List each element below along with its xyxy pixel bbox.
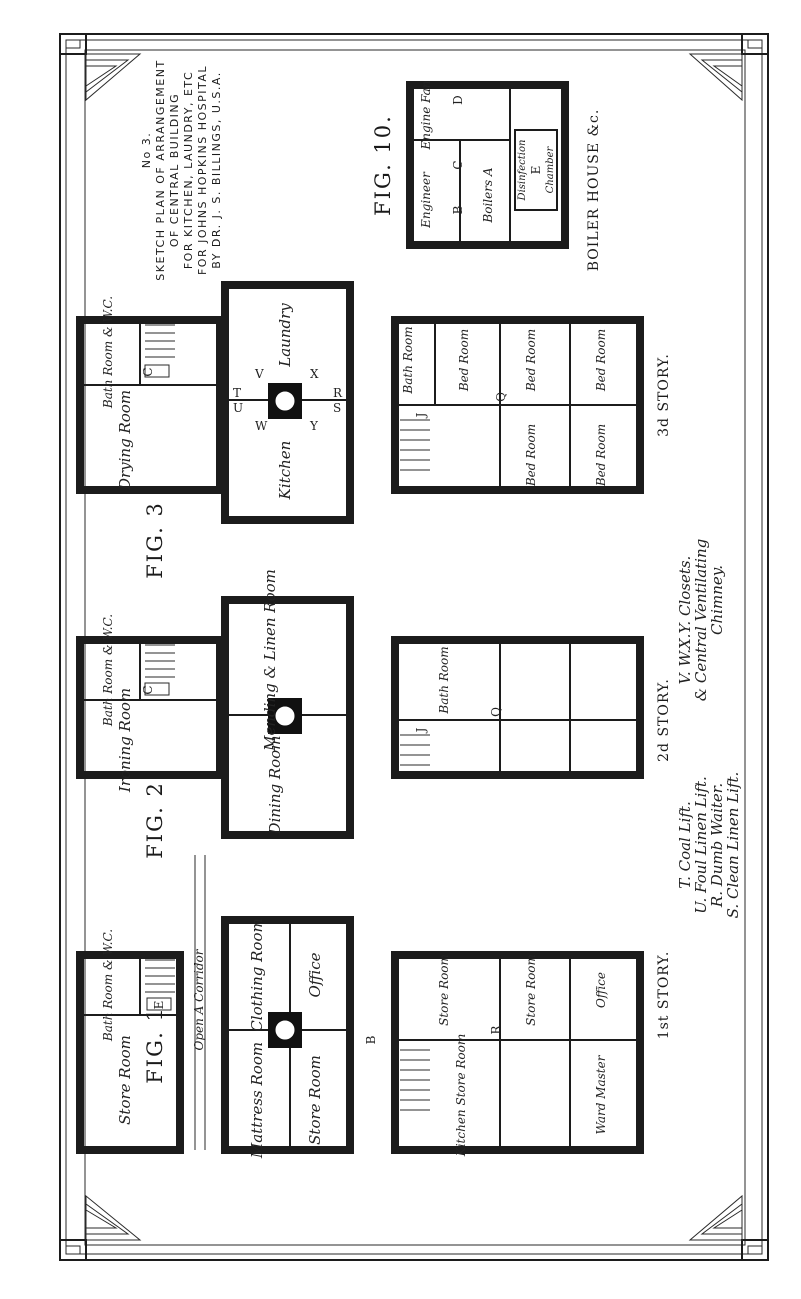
fig10-b-letter: B xyxy=(451,205,465,214)
core-letter-r: R xyxy=(333,386,343,400)
fig1-office-2: Office xyxy=(594,972,608,1008)
legend-line-3: R. Dumb Waiter. xyxy=(708,783,726,908)
fig10-caption: BOILER HOUSE &c. xyxy=(586,109,602,272)
fig1-label: FIG. 1 xyxy=(143,1006,167,1084)
core-letter-y: Y xyxy=(309,419,319,433)
fig1-clothing-room: Clothing Room xyxy=(248,918,266,1031)
fig10-plan: Engineer Engine Fan B C D Boilers A Disi… xyxy=(406,80,569,249)
legend-line-4: S. Clean Linen Lift. xyxy=(724,772,742,919)
title-line-1: SKETCH PLAN OF ARRANGEMENT xyxy=(154,59,167,280)
legend-line-2: U. Foul Linen Lift. xyxy=(692,776,710,913)
fig2-j-letter: J xyxy=(414,727,428,734)
fig3-bed-room-4: Bed Room xyxy=(524,424,538,487)
fig2-dining-room: Dining Room xyxy=(266,736,284,836)
fig10-c-letter: C xyxy=(451,160,465,169)
fig10-d-letter: D xyxy=(451,95,465,105)
fig3-label: FIG. 3 xyxy=(143,501,167,579)
fig2-story-label: 2d STORY. xyxy=(656,678,672,762)
fig1-bath-room: Bath Room & W.C. xyxy=(101,929,115,1042)
fig2-label: FIG. 2 xyxy=(143,781,167,859)
fig1-plan: Bath Room & W.C. E Store Room Open A Cor… xyxy=(76,855,644,1159)
corner-ornament-bottom-right xyxy=(688,1194,769,1261)
fig3-bed-room-3: Bed Room xyxy=(594,329,608,392)
fig3-bed-room-5: Bed Room xyxy=(594,424,608,487)
title-number: No 3. xyxy=(140,132,153,168)
core-letter-v: V xyxy=(254,367,264,381)
fig10-chamber: Chamber xyxy=(545,145,556,193)
fig3-bed-room-1: Bed Room xyxy=(457,329,471,392)
fig10-engine-fan: Engine Fan xyxy=(419,80,433,150)
core-letter-x: X xyxy=(310,367,319,381)
fig10-label: FIG. 10. xyxy=(371,114,395,216)
fig1-b-letter: B xyxy=(364,1035,378,1044)
fig3-plan: Bath Room & W.C. C Drying Room Laundry K… xyxy=(76,281,644,524)
fig1-store-room: Store Room xyxy=(116,1035,134,1125)
fig1-bath-fixtures xyxy=(145,959,175,1011)
fig1-store-room-r1: Store Room xyxy=(437,954,451,1026)
fig3-laundry: Laundry xyxy=(276,303,294,368)
fig3-c-letter: C xyxy=(141,367,155,376)
fig1-ward-master: Ward Master xyxy=(594,1054,608,1134)
fig1-e-letter: E xyxy=(152,1001,166,1010)
fig2-bath-room: Bath Room & W.C. xyxy=(101,614,115,727)
plan-title: No 3. SKETCH PLAN OF ARRANGEMENT OF CENT… xyxy=(140,59,223,280)
fig1-office: Office xyxy=(306,952,324,997)
fig10-engineer: Engineer xyxy=(419,171,433,229)
fig2-c-letter: C xyxy=(141,685,155,694)
fig1-r-letter: R xyxy=(489,1025,503,1035)
core-letter-w: W xyxy=(255,419,268,433)
core-letters: T U V W X Y R S xyxy=(233,367,343,433)
legend: T. Coal Lift. U. Foul Linen Lift. R. Dum… xyxy=(676,539,742,919)
core-letter-s: S xyxy=(333,401,341,415)
fig2-mending-room: Mending & Linen Room xyxy=(261,569,279,752)
fig2-bath-fixtures xyxy=(144,644,175,696)
fig3-kitchen: Kitchen xyxy=(276,441,294,501)
corner-ornament-top-right xyxy=(688,33,769,102)
legend-line-5: V. W.X.Y. Closets. xyxy=(676,556,694,685)
fig1-corridor: Open A Corridor xyxy=(192,948,206,1050)
corner-ornament-top-left xyxy=(59,33,142,102)
title-line-4: FOR JOHNS HOPKINS HOSPITAL xyxy=(196,65,209,275)
decorative-frame xyxy=(59,33,769,1261)
fig3-bath-room: Bath Room & W.C. xyxy=(101,296,115,409)
legend-line-1: T. Coal Lift. xyxy=(676,801,694,888)
fig10-disinfection: Disinfection xyxy=(517,140,528,202)
title-line-3: FOR KITCHEN, LAUNDRY, ETC xyxy=(182,71,195,269)
fig3-q-letter: Q xyxy=(494,392,508,402)
core-letter-u: U xyxy=(233,401,243,415)
fig3-drying-room: Drying Room xyxy=(116,390,134,491)
fig3-bath-fixtures xyxy=(144,324,175,378)
fig2-ironing-room: Ironing Room xyxy=(116,688,134,793)
fig1-mattress-room: Mattress Room xyxy=(248,1042,266,1159)
fig1-store-room-r2: Store Room xyxy=(524,954,538,1026)
fig3-bath-room-2: Bath Room xyxy=(401,326,415,394)
fig10-e-letter: E xyxy=(529,166,543,175)
core-letter-t: T xyxy=(233,386,241,400)
fig3-j-letter: J xyxy=(414,412,428,419)
fig3-bed-room-2: Bed Room xyxy=(524,329,538,392)
fig1-kitchen-store-room: Kitchen Store Room xyxy=(454,1034,468,1158)
legend-line-6: & Central Ventilating xyxy=(692,539,710,702)
fig10-boilers: Boilers A xyxy=(481,167,495,224)
corner-ornament-bottom-left xyxy=(59,1194,142,1261)
title-line-5: BY DR. J. S. BILLINGS, U.S.A. xyxy=(210,71,223,268)
fig2-bath-room-2: Bath Room xyxy=(437,646,451,714)
fig1-store-room-2: Store Room xyxy=(306,1055,324,1145)
fig2-plan: Bath Room & W.C. C Ironing Room Mending … xyxy=(76,569,644,839)
fig3-story-label: 3d STORY. xyxy=(656,353,672,437)
fig2-q-letter: Q xyxy=(489,707,503,717)
legend-line-7: Chimney. xyxy=(708,565,726,635)
title-line-2: OF CENTRAL BUILDING xyxy=(168,93,181,247)
fig1-story-label: 1st STORY. xyxy=(656,951,672,1040)
